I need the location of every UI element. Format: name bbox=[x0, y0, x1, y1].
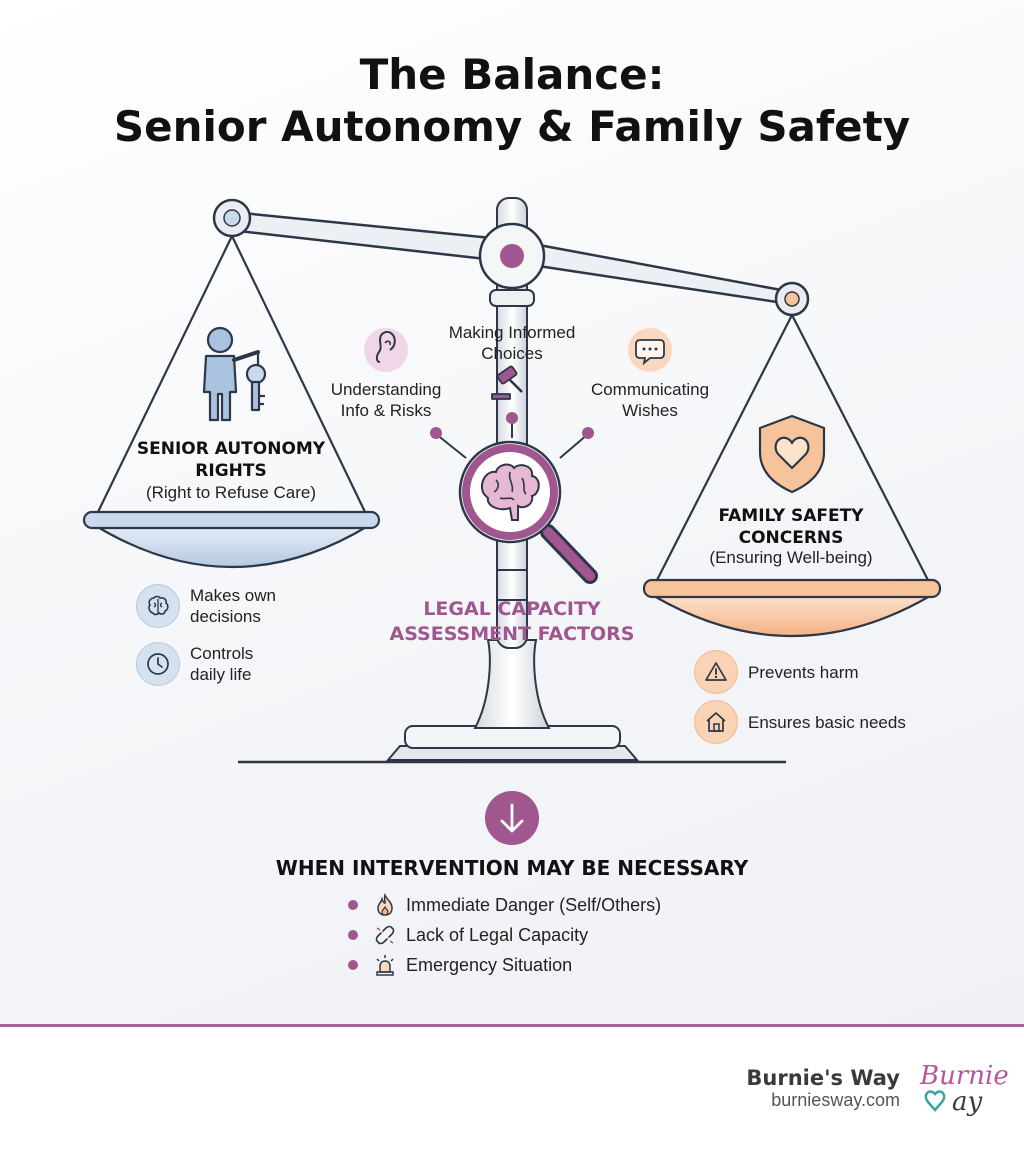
left-pan bbox=[82, 510, 381, 569]
left-item-decisions-line-2: decisions bbox=[190, 607, 261, 626]
intervention-title: WHEN INTERVENTION MAY BE NECESSARY bbox=[275, 856, 749, 880]
factor-communicating-line-2: Wishes bbox=[622, 401, 678, 420]
arrow-down-icon bbox=[485, 791, 539, 845]
left-item-decisions-line-1: Makes own bbox=[190, 586, 276, 605]
clock-icon bbox=[136, 642, 180, 686]
left-item-daily-life-text: Controls daily life bbox=[190, 643, 253, 685]
intervention-item-capacity: Lack of Legal Capacity bbox=[348, 922, 588, 948]
intervention-item-emergency: Emergency Situation bbox=[348, 952, 572, 978]
factor-communicating-line-1: Communicating bbox=[590, 380, 710, 399]
right-pan-subtitle: (Ensuring Well-being) bbox=[709, 548, 873, 567]
person-key-icon bbox=[202, 326, 267, 422]
factor-informed-choices: Making Informed Choices bbox=[418, 322, 606, 364]
warning-icon bbox=[694, 650, 738, 694]
bullet-dot bbox=[348, 930, 358, 940]
footer-divider bbox=[0, 1024, 1024, 1027]
bullet-dot bbox=[348, 900, 358, 910]
speech-bubble-icon bbox=[628, 328, 672, 372]
left-item-daily-life: Controls daily life bbox=[136, 642, 253, 686]
broken-link-icon bbox=[372, 923, 398, 947]
ear-icon bbox=[364, 328, 408, 372]
intervention-item-capacity-text: Lack of Legal Capacity bbox=[406, 924, 589, 945]
magnifier-brain-icon bbox=[458, 440, 598, 584]
legal-capacity-label: LEGAL CAPACITY ASSESSMENT FACTORS bbox=[342, 597, 682, 647]
right-item-prevents-harm-text: Prevents harm bbox=[748, 662, 859, 682]
left-pan-title-line-1: SENIOR AUTONOMY bbox=[136, 439, 326, 459]
intervention-item-emergency-text: Emergency Situation bbox=[406, 954, 573, 975]
alarm-icon bbox=[372, 953, 398, 977]
factor-understanding-line-1: Understanding bbox=[330, 380, 442, 399]
left-pan-subtitle: (Right to Refuse Care) bbox=[145, 483, 317, 502]
shield-heart-icon bbox=[758, 414, 826, 494]
right-item-prevents-harm: Prevents harm bbox=[694, 650, 859, 694]
factor-understanding: Understanding Info & Risks bbox=[302, 379, 470, 421]
page-title-line-2: Senior Autonomy & Family Safety bbox=[113, 102, 911, 151]
brand-logo-heart bbox=[924, 1090, 946, 1112]
factor-understanding-line-2: Info & Risks bbox=[340, 401, 432, 420]
brain-icon bbox=[136, 584, 180, 628]
bullet-dot bbox=[348, 960, 358, 970]
legal-capacity-line-2: ASSESSMENT FACTORS bbox=[389, 623, 635, 645]
right-pan-title-line-1: FAMILY SAFETY bbox=[718, 506, 864, 526]
right-item-basic-needs: Ensures basic needs bbox=[694, 700, 906, 744]
balance-scale-illustration bbox=[82, 197, 942, 845]
left-item-decisions-text: Makes own decisions bbox=[190, 585, 276, 627]
intervention-item-danger-text: Immediate Danger (Self/Others) bbox=[406, 894, 662, 915]
legal-capacity-line-1: LEGAL CAPACITY bbox=[423, 598, 601, 620]
factor-communicating: Communicating Wishes bbox=[566, 379, 734, 421]
footer bbox=[0, 1027, 1024, 1154]
right-pan-title-line-2: CONCERNS bbox=[738, 528, 844, 548]
left-item-daily-life-line-1: Controls bbox=[190, 644, 254, 663]
brand-url: burniesway.com bbox=[771, 1090, 900, 1110]
factor-informed-line-2: Choices bbox=[481, 344, 543, 363]
right-item-basic-needs-text: Ensures basic needs bbox=[748, 712, 906, 732]
brand-name: Burnie's Way bbox=[746, 1066, 900, 1090]
left-item-daily-life-line-2: daily life bbox=[190, 665, 252, 684]
left-pan-title-line-2: RIGHTS bbox=[195, 461, 267, 481]
left-item-decisions: Makes own decisions bbox=[136, 584, 276, 628]
flame-icon bbox=[372, 893, 398, 917]
scale-base bbox=[385, 639, 640, 761]
factor-informed-line-1: Making Informed bbox=[448, 323, 576, 342]
gavel-icon bbox=[491, 365, 523, 400]
page-title-line-1: The Balance: bbox=[359, 50, 665, 99]
home-icon bbox=[694, 700, 738, 744]
right-pan bbox=[642, 578, 942, 638]
intervention-item-danger: Immediate Danger (Self/Others) bbox=[348, 892, 661, 918]
